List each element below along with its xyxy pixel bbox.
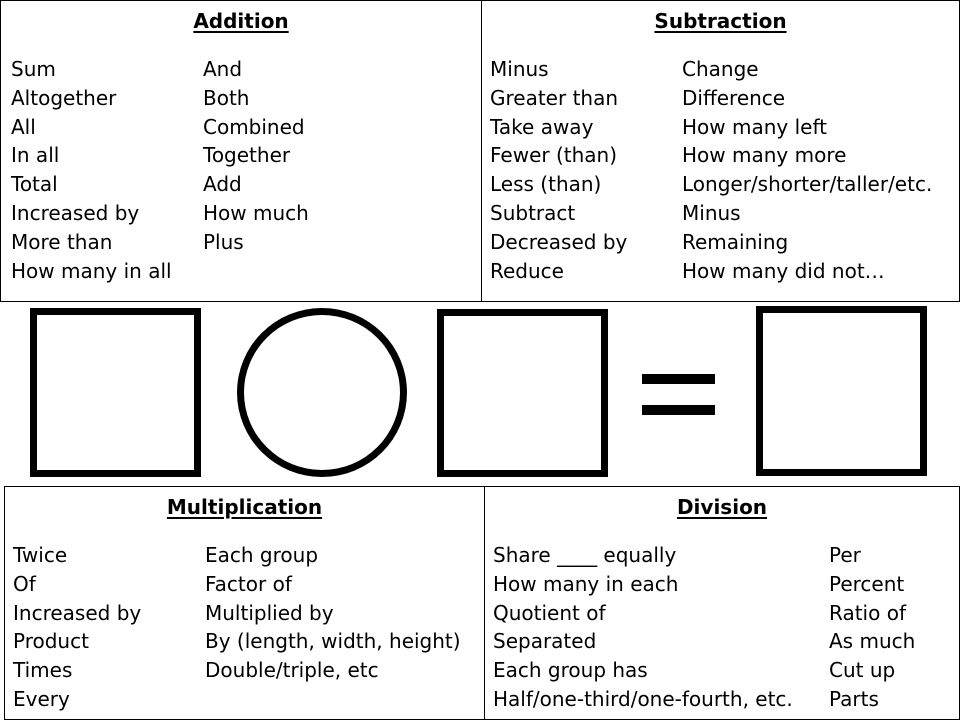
subtraction-keyword: How many left xyxy=(682,114,827,139)
division-keyword: Quotient of xyxy=(493,600,606,625)
subtraction-keyword: Decreased by xyxy=(490,229,628,254)
equation-box-2 xyxy=(437,309,608,477)
equation-result-box xyxy=(756,306,927,476)
multiplication-keyword: Increased by xyxy=(13,600,142,625)
division-keyword: Percent xyxy=(829,571,905,596)
division-keyword: Separated xyxy=(493,629,597,654)
division-keyword: Cut up xyxy=(829,658,896,683)
multiplication-keyword: Twice xyxy=(13,543,68,567)
division-keyword: Half/one-third/one-fourth, etc. xyxy=(493,686,793,711)
equation-operator-circle xyxy=(237,308,407,477)
subtraction-keyword: How many did not… xyxy=(682,258,885,283)
addition-keyword: In all xyxy=(11,143,60,168)
division-keyword: Ratio of xyxy=(829,600,906,625)
division-keyword: How many in each xyxy=(493,571,679,596)
addition-title: Addition xyxy=(193,9,289,33)
addition-keyword: Add xyxy=(203,172,242,197)
multiplication-title: Multiplication xyxy=(166,495,323,519)
subtraction-keyword: Greater than xyxy=(490,85,619,110)
subtraction-title: Subtraction xyxy=(654,9,787,33)
division-keyword: Share ____ equally xyxy=(493,543,677,567)
subtraction-keyword: Remaining xyxy=(682,229,789,254)
subtraction-keyword: Difference xyxy=(682,85,786,110)
addition-keyword: How many in all xyxy=(11,258,172,283)
multiplication-keyword: Of xyxy=(13,571,36,596)
multiplication-keyword: Times xyxy=(13,658,73,683)
addition-keyword: Combined xyxy=(203,114,305,139)
multiplication-keyword: Factor of xyxy=(205,571,292,596)
subtraction-keyword: Longer/shorter/taller/etc. xyxy=(682,172,933,197)
division-keyword: Parts xyxy=(829,686,879,711)
subtraction-keyword: Minus xyxy=(490,57,549,81)
division-title: Division xyxy=(676,495,768,519)
multiplication-keyword: Every xyxy=(13,686,70,711)
addition-keyword: Plus xyxy=(203,229,244,254)
division-keyword: Per xyxy=(829,543,861,567)
multiplication-keyword: Multiplied by xyxy=(205,600,334,625)
subtraction-keyword: How many more xyxy=(682,143,847,168)
multiplication-keyword: Double/triple, etc xyxy=(205,658,379,683)
multiplication-keyword: Product xyxy=(13,629,89,654)
addition-keyword: Total xyxy=(11,172,58,197)
subtraction-keyword: Take away xyxy=(490,114,594,139)
multiplication-keyword: By (length, width, height) xyxy=(205,629,461,654)
addition-keyword: Both xyxy=(203,85,250,110)
subtraction-keyword: Fewer (than) xyxy=(490,143,618,168)
addition-keyword: Together xyxy=(203,143,291,168)
addition-keyword: Sum xyxy=(11,57,56,81)
addition-keyword: Altogether xyxy=(11,85,117,110)
equals-sign-bottom-bar xyxy=(642,405,715,415)
division-keyword: As much xyxy=(829,629,916,654)
subtraction-keyword: Less (than) xyxy=(490,172,602,197)
subtraction-keyword: Subtract xyxy=(490,200,576,225)
division-keyword: Each group has xyxy=(493,658,648,683)
subtraction-keyword: Reduce xyxy=(490,258,564,283)
addition-keyword: All xyxy=(11,114,36,139)
equals-sign-top-bar xyxy=(642,374,715,384)
subtraction-keyword: Minus xyxy=(682,200,741,225)
equation-box-1 xyxy=(30,308,201,477)
subtraction-keyword: Change xyxy=(682,57,759,81)
addition-keyword: More than xyxy=(11,229,113,254)
addition-keyword: And xyxy=(203,57,243,81)
multiplication-keyword: Each group xyxy=(205,543,319,567)
addition-keyword: Increased by xyxy=(11,200,140,225)
addition-keyword: How much xyxy=(203,200,309,225)
